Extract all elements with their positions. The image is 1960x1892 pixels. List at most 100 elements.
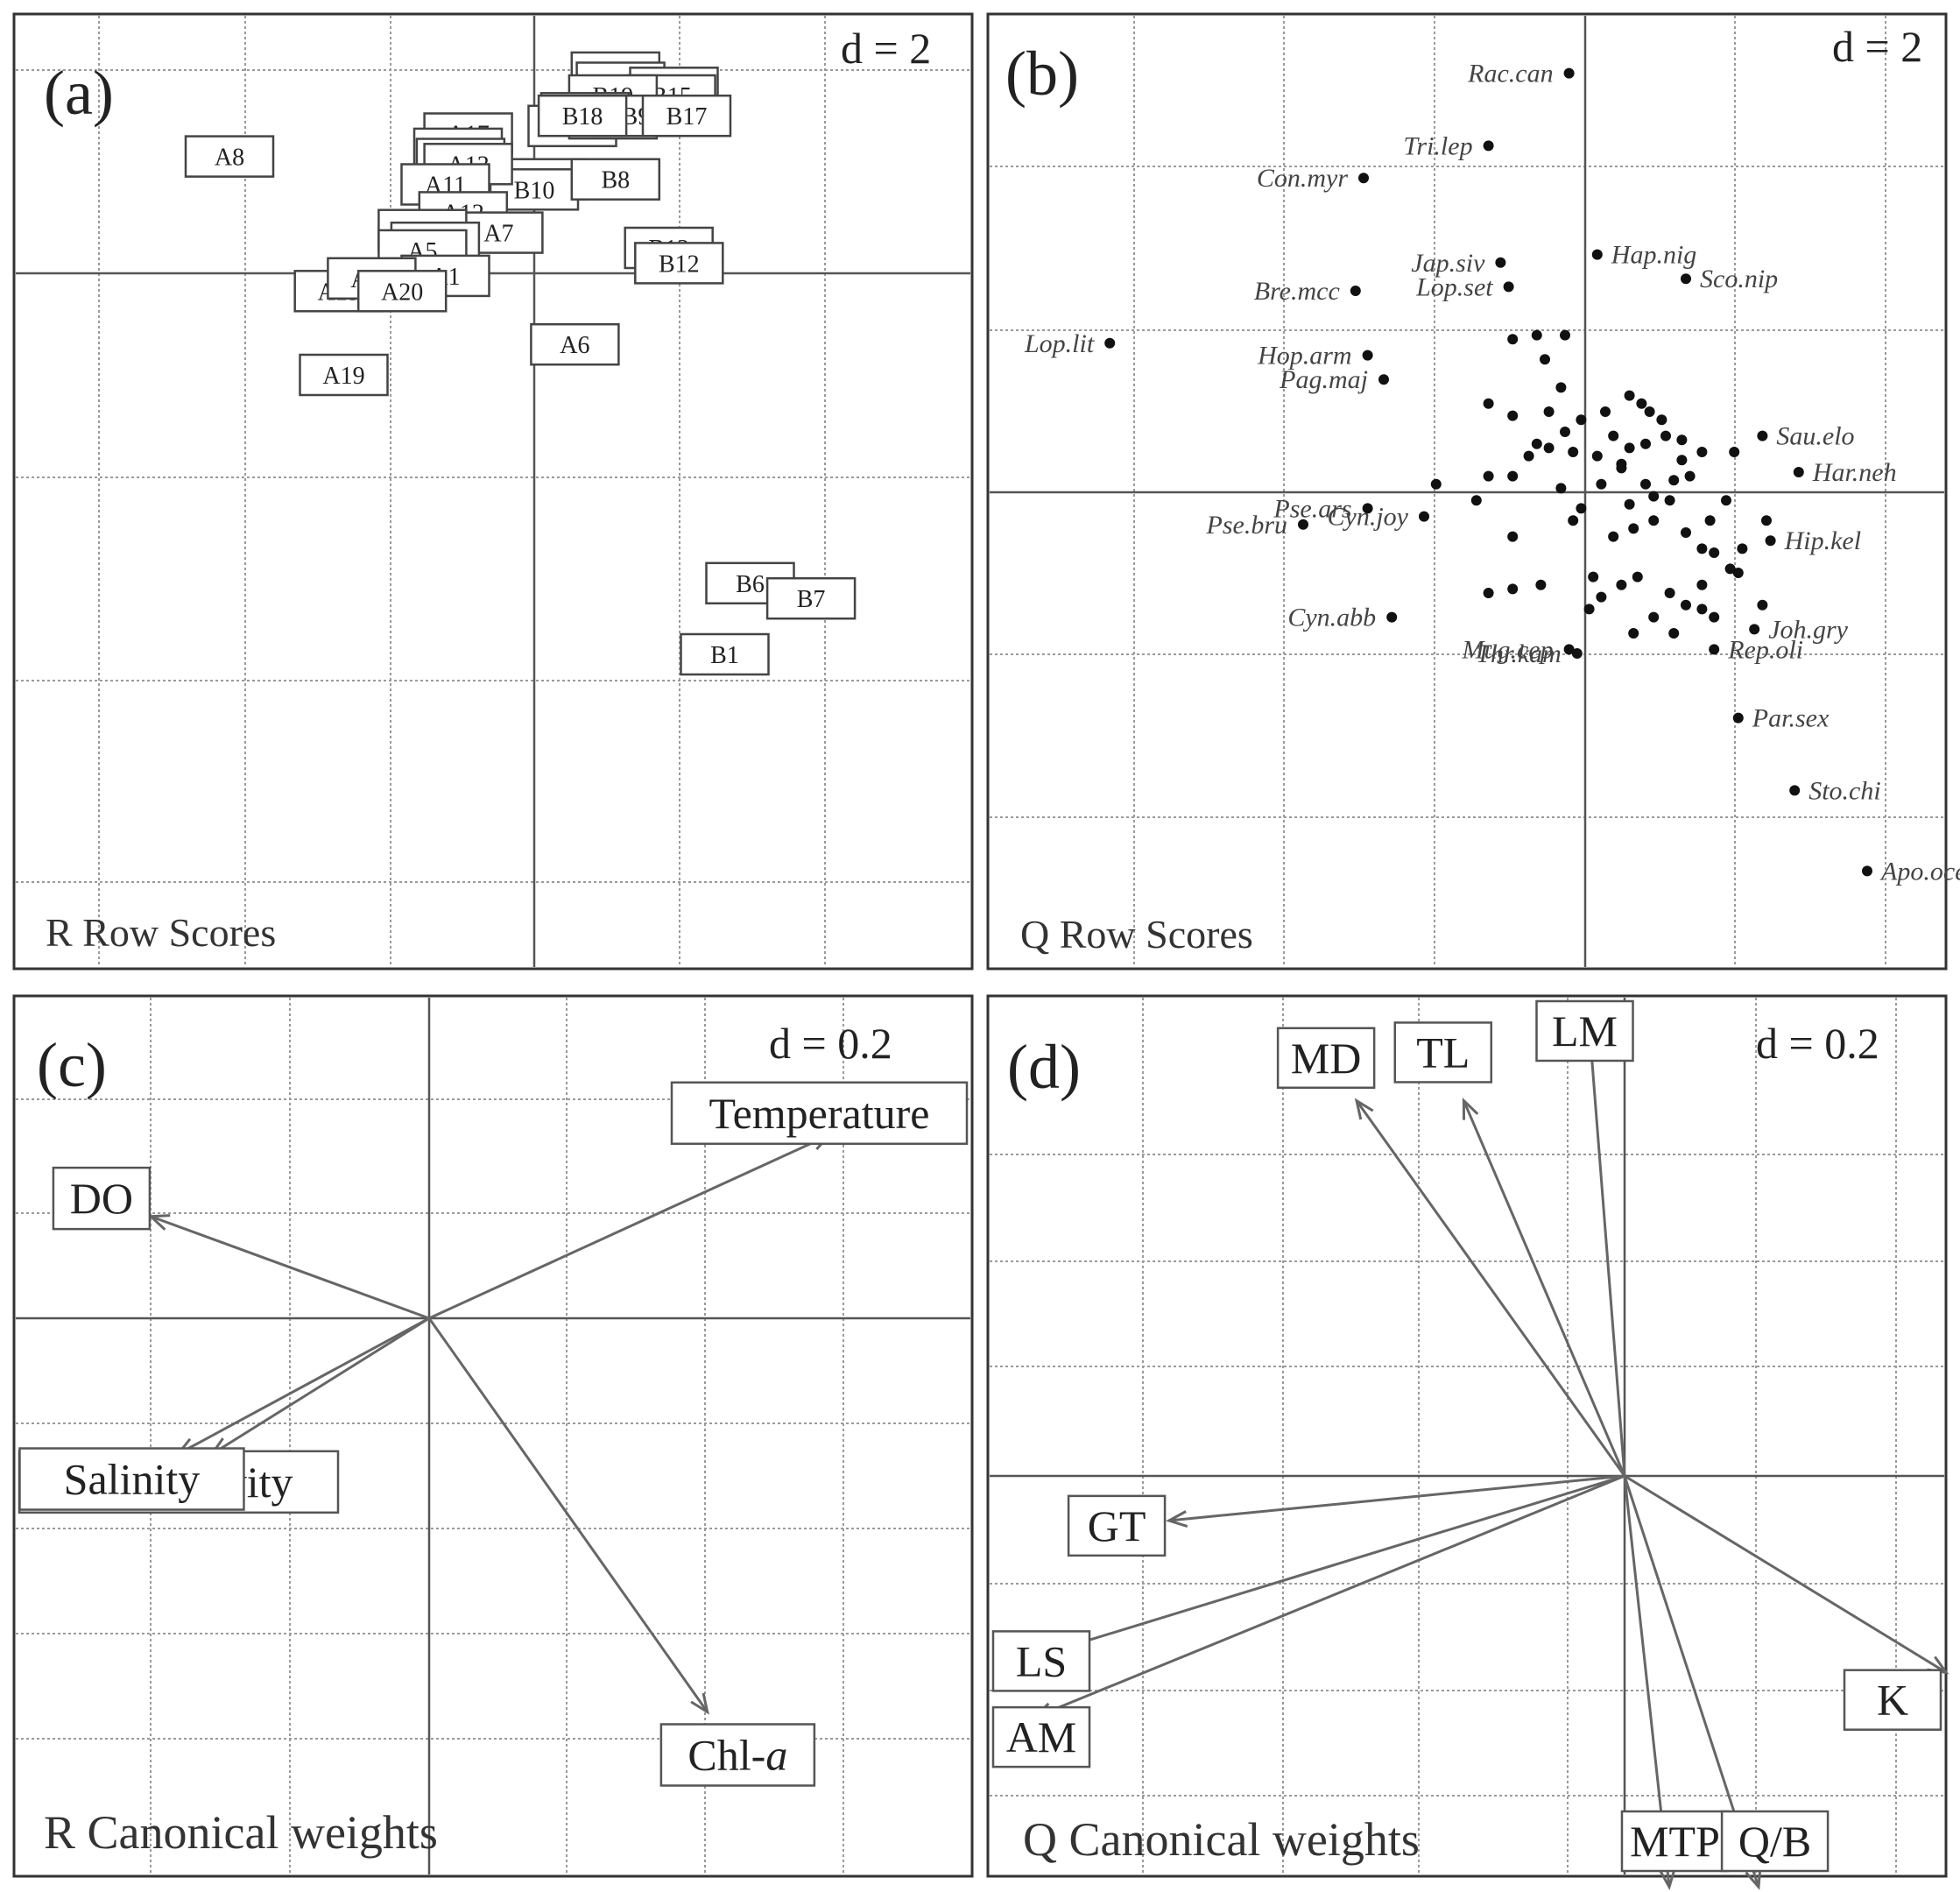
species-label: Bre.mcc	[1254, 277, 1340, 306]
species-point	[1507, 583, 1519, 595]
vector-line	[428, 1133, 830, 1320]
site-box	[537, 94, 628, 138]
site-box	[634, 242, 724, 285]
species-point	[1648, 515, 1660, 526]
species-point	[1543, 406, 1555, 417]
vector-line	[1070, 1474, 1625, 1648]
species-point	[1543, 442, 1555, 454]
species-point-pag-maj: Pag.maj	[1279, 365, 1389, 394]
vector-line	[1587, 1020, 1626, 1477]
panel-a-frame	[12, 12, 974, 971]
vector-label-box	[1535, 999, 1634, 1062]
site-label: A19	[322, 363, 364, 390]
vector-mtp: MTP	[1620, 1475, 1730, 1891]
species-point	[1676, 434, 1688, 446]
species-point	[1507, 470, 1519, 482]
species-point-con-myr: Con.myr	[1257, 164, 1369, 193]
vector-label-box	[18, 1447, 245, 1511]
vector-line	[1624, 1474, 1947, 1674]
species-point	[1576, 503, 1587, 514]
species-point	[1483, 588, 1494, 598]
species-label: Rep.oli	[1727, 635, 1803, 664]
panel-a-caption: R Row Scores	[46, 910, 276, 955]
species-point-mug-cep: Mug.cep	[1461, 635, 1575, 664]
species-point	[1737, 543, 1748, 554]
vector-label: AM	[1006, 1712, 1077, 1761]
species-point	[1628, 628, 1639, 639]
species-point	[1668, 628, 1680, 639]
site-point-b17: B17	[641, 94, 732, 138]
species-label: Joh.gry	[1768, 615, 1848, 644]
species-point-hip-kel: Hip.kel	[1765, 526, 1861, 555]
species-point	[1507, 531, 1519, 542]
species-point	[1535, 579, 1547, 590]
site-box	[570, 158, 661, 201]
species-point	[1721, 495, 1731, 506]
species-dot	[1362, 503, 1373, 514]
species-label: Rac.can	[1467, 60, 1553, 88]
site-point-b12: B12	[634, 242, 724, 285]
species-dot	[1563, 67, 1575, 79]
vector-arrowhead	[690, 1692, 709, 1715]
vector-label-box	[1843, 1669, 1942, 1731]
panel-c: TemperatureDOConductivitySalinityChl-a (…	[12, 994, 974, 1878]
species-dot	[1732, 712, 1744, 724]
species-dot	[1749, 624, 1760, 635]
species-point	[1729, 447, 1740, 457]
species-point	[1540, 354, 1550, 365]
vector-label: DO	[70, 1174, 133, 1223]
site-point-a19: A19	[299, 353, 389, 397]
species-point	[1709, 547, 1720, 558]
species-label: Mug.cep	[1461, 635, 1553, 664]
species-dot	[1757, 430, 1768, 441]
site-label: B18	[562, 103, 603, 131]
species-point	[1648, 491, 1660, 502]
vector-ls: LS	[991, 1474, 1625, 1692]
site-box	[680, 632, 770, 676]
species-label: Sto.chi	[1808, 776, 1881, 805]
species-dot	[1591, 249, 1603, 260]
vector-label: MD	[1291, 1034, 1362, 1083]
species-point	[1636, 398, 1647, 409]
panel-d-scale: d = 0.2	[1756, 1019, 1879, 1068]
species-label: Sco.nip	[1700, 265, 1778, 293]
panel-b-caption: Q Row Scores	[1020, 912, 1253, 957]
species-point	[1757, 599, 1768, 611]
species-point-cyn-joy: Cyn.joy	[1328, 503, 1429, 532]
panel-a: B10B20B5B15B19B4B11B14B9B18B17B3B10B8A17…	[12, 12, 974, 971]
species-dot	[1765, 535, 1776, 547]
species-point-hop-arm: Hop.arm	[1257, 342, 1373, 371]
species-point	[1591, 450, 1603, 462]
species-point	[1523, 450, 1534, 462]
species-point	[1696, 543, 1708, 554]
vector-do: DO	[52, 1166, 430, 1320]
panel-c-marks: TemperatureDOConductivitySalinityChl-a	[18, 1081, 969, 1787]
site-label: A8	[215, 145, 244, 172]
species-point	[1624, 442, 1635, 454]
species-point	[1664, 588, 1675, 598]
site-label: A7	[483, 221, 513, 248]
species-label: Apo.oce	[1879, 857, 1960, 886]
site-label: B1	[710, 642, 739, 669]
site-box	[299, 353, 389, 397]
species-point	[1681, 527, 1691, 538]
vector-tl: TL	[1393, 1021, 1626, 1477]
site-box	[641, 94, 732, 138]
species-dot	[1789, 785, 1801, 796]
species-point	[1608, 531, 1619, 542]
site-label: B17	[666, 103, 708, 131]
vector-label-box	[1393, 1021, 1493, 1084]
vector-arrowhead	[1658, 1867, 1676, 1891]
species-point	[1531, 438, 1542, 449]
vector-label: Temperature	[709, 1089, 930, 1138]
species-point	[1555, 483, 1567, 494]
species-point-rep-oli: Rep.oli	[1709, 635, 1803, 664]
species-point	[1430, 478, 1442, 490]
species-point	[1732, 568, 1744, 578]
species-point	[1656, 414, 1667, 426]
vector-label: MTP	[1630, 1817, 1720, 1866]
panel-b-frame	[986, 12, 1948, 971]
site-label: B6	[736, 571, 765, 598]
